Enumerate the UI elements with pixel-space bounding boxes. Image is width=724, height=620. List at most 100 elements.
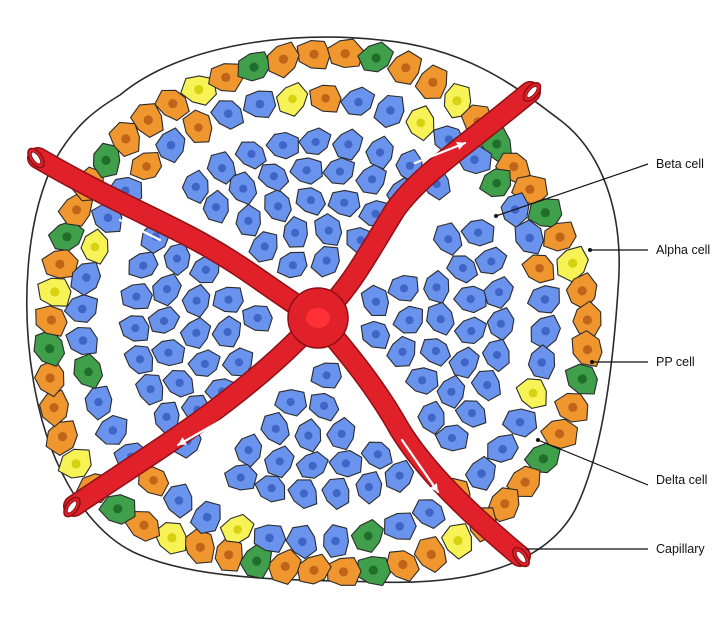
beta-cell-nucleus (515, 417, 525, 427)
alpha-cell-nucleus (142, 162, 151, 171)
beta-cell (332, 128, 364, 161)
beta-cell-nucleus (466, 295, 475, 304)
pp-cell-label: PP cell (656, 355, 695, 369)
alpha-cell (208, 63, 244, 93)
alpha-cell (572, 300, 602, 339)
beta-cell (242, 305, 273, 332)
alpha-cell-nucleus (46, 315, 57, 325)
alpha-cell-nucleus (45, 373, 55, 383)
beta-cell-nucleus (244, 446, 253, 455)
beta-cell-nucleus (302, 166, 311, 175)
beta-cell-nucleus (425, 508, 434, 517)
beta-cell (276, 251, 308, 279)
beta-cell-nucleus (136, 355, 145, 364)
delta-cell (57, 448, 92, 479)
delta-cell-nucleus (288, 94, 297, 104)
beta-cell-nucleus (537, 358, 546, 367)
delta-cell-nucleus (416, 118, 426, 128)
beta-cell (481, 338, 510, 373)
beta-cell (123, 345, 154, 375)
delta-cell-nucleus (453, 536, 463, 546)
beta-cell-nucleus (332, 489, 341, 498)
pp-cell (92, 142, 121, 179)
alpha-cell (267, 548, 302, 585)
alpha-cell (521, 254, 555, 284)
beta-cell (310, 362, 342, 389)
beta-cell-leader-dot (494, 214, 498, 218)
beta-cell (360, 320, 391, 349)
alpha-cell (45, 420, 78, 456)
alpha-cell-nucleus (398, 559, 408, 570)
pp-cell (357, 41, 394, 73)
alpha-cell-nucleus (221, 72, 231, 82)
pp-cell-nucleus (492, 139, 502, 149)
beta-cell-nucleus (483, 381, 492, 390)
alpha-cell-nucleus (139, 520, 149, 530)
beta-cell (294, 418, 322, 453)
beta-cell-nucleus (467, 409, 477, 418)
beta-cell (242, 90, 277, 118)
beta-cell-nucleus (247, 149, 256, 159)
beta-cell (285, 524, 318, 560)
pp-cell (350, 519, 384, 553)
beta-cell-nucleus (427, 413, 436, 422)
flow-arrow-head (456, 141, 465, 150)
beta-cell-nucleus (132, 292, 141, 301)
beta-cell (65, 326, 98, 356)
beta-cell (282, 216, 308, 248)
alpha-cell (540, 418, 579, 449)
alpha-cell-nucleus (321, 94, 330, 103)
delta-cell-nucleus (528, 388, 538, 398)
alpha-cell (387, 50, 423, 85)
delta-cell-nucleus (233, 525, 242, 534)
alpha-cell-nucleus (278, 54, 289, 64)
beta-cell (260, 411, 290, 446)
alpha-cell-nucleus (195, 542, 205, 552)
alpha-cell (138, 466, 170, 497)
beta-cell (298, 127, 332, 155)
beta-cell-nucleus (364, 482, 373, 492)
pp-cell (73, 353, 104, 389)
delta-cell (37, 277, 72, 307)
beta-cell (436, 374, 466, 409)
beta-cell (464, 455, 496, 491)
delta-cell (556, 245, 589, 283)
beta-cell-nucleus (447, 433, 456, 443)
beta-cell-nucleus (368, 175, 377, 184)
delta-cell (441, 523, 472, 560)
alpha-cell-nucleus (57, 432, 68, 442)
beta-cell (314, 213, 343, 246)
alpha-cell-nucleus (582, 345, 593, 355)
beta-cell-nucleus (200, 359, 209, 368)
delta-cell-nucleus (90, 242, 100, 252)
alpha-cell-leader-dot (588, 248, 592, 252)
alpha-cell-nucleus (309, 565, 319, 575)
beta-cell (264, 445, 295, 479)
beta-cell-nucleus (376, 148, 385, 157)
beta-cell (308, 392, 340, 422)
beta-cell (432, 222, 463, 256)
capillary-vessel (308, 82, 540, 328)
delta-cell-nucleus (71, 459, 81, 469)
flow-arrow-shaft (400, 438, 440, 494)
alpha-cell-nucleus (338, 567, 349, 577)
beta-cell-nucleus (172, 254, 182, 263)
alpha-cell (506, 465, 541, 498)
beta-cell-nucleus (286, 397, 295, 407)
beta-cell-nucleus (260, 242, 269, 251)
beta-cell-nucleus (131, 324, 140, 333)
beta-cell-nucleus (146, 385, 155, 394)
beta-cell-nucleus (275, 457, 284, 466)
beta-cell (210, 100, 245, 130)
beta-cell (434, 424, 469, 452)
alpha-cell-nucleus (149, 476, 158, 485)
flow-arrow-head (120, 219, 129, 228)
beta-cell-nucleus (371, 330, 380, 339)
alpha-cell-nucleus (49, 403, 59, 413)
alpha-cell (38, 389, 69, 428)
beta-cell (526, 285, 560, 314)
beta-cell-nucleus (82, 273, 91, 282)
beta-cell-nucleus (431, 346, 440, 356)
alpha-cell (326, 557, 362, 586)
alpha-cell-nucleus (194, 123, 203, 132)
